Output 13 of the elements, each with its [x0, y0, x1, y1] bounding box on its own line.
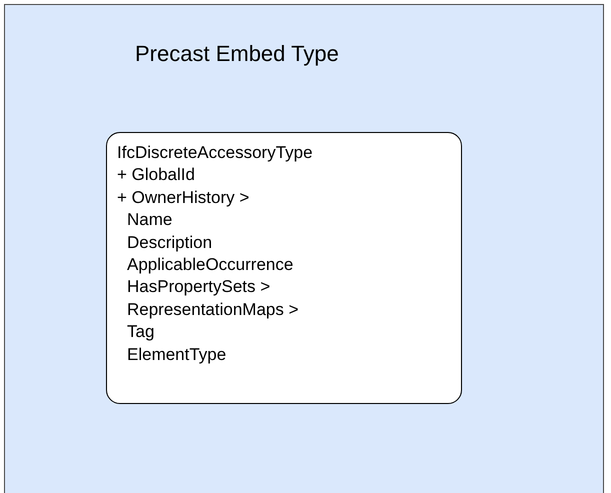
attribute-text: ApplicableOccurrence: [127, 255, 294, 275]
attribute-text: Tag: [127, 322, 154, 342]
attribute-text: ElementType: [127, 344, 226, 365]
attribute-text: RepresentationMaps >: [127, 300, 299, 320]
panel-title: Precast Embed Type: [135, 41, 339, 67]
attribute-text: Description: [127, 232, 212, 253]
diagram-panel: [4, 4, 604, 493]
entity-name: IfcDiscreteAccessoryType: [117, 143, 313, 163]
attribute-text: + OwnerHistory >: [117, 188, 250, 208]
attribute-text: HasPropertySets >: [127, 277, 270, 298]
entity-box: [106, 132, 462, 404]
attribute-text: Name: [127, 210, 172, 230]
attribute-text: + GlobalId: [117, 165, 195, 186]
